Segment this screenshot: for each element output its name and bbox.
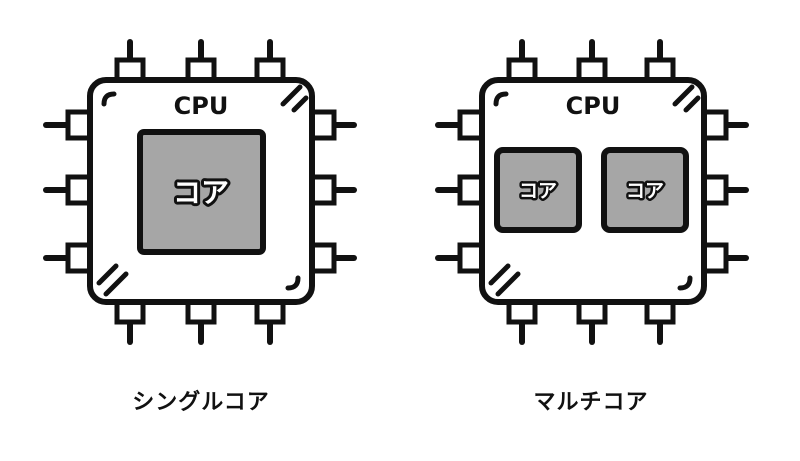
pin-right-3	[309, 242, 357, 274]
pin-right-1	[309, 109, 357, 141]
chip-highlight-br	[677, 275, 693, 291]
pin-left-3	[435, 242, 485, 274]
pin-bottom-1	[506, 299, 538, 345]
single-core-cpu: CPU コア	[43, 39, 357, 345]
chip-gloss-bl	[488, 263, 521, 297]
pin-bottom-3	[254, 299, 286, 345]
chip-highlight-tl	[493, 91, 509, 107]
pin-bottom-3	[644, 299, 676, 345]
cpu-chip-body	[479, 77, 707, 305]
pin-bottom-1	[114, 299, 146, 345]
diagram-canvas: CPU コア	[43, 39, 749, 345]
pin-top-3	[254, 39, 286, 83]
core-label-2: コア	[626, 180, 664, 202]
core-block	[137, 129, 266, 255]
pin-bottom-2	[185, 299, 217, 345]
pin-right-2	[309, 174, 357, 206]
pin-top-2	[185, 39, 217, 83]
pin-top-3	[644, 39, 676, 83]
pin-right-2	[701, 174, 749, 206]
pin-left-2	[435, 174, 485, 206]
core-block-2	[601, 147, 689, 233]
chip-gloss-bl	[96, 263, 129, 297]
caption-single-core: シングルコア	[132, 390, 270, 415]
caption-multi-core: マルチコア	[533, 390, 649, 415]
pin-top-1	[114, 39, 146, 83]
cpu-label: CPU	[174, 92, 229, 120]
chip-highlight-br	[285, 275, 301, 291]
pin-left-1	[43, 109, 93, 141]
core-block-1	[494, 147, 582, 233]
pin-top-2	[576, 39, 608, 83]
chip-gloss-tr	[672, 84, 701, 113]
pin-right-1	[701, 109, 749, 141]
chip-highlight-tl	[101, 91, 117, 107]
cpu-label: CPU	[566, 92, 621, 120]
pin-left-2	[43, 174, 93, 206]
pin-top-1	[506, 39, 538, 83]
multi-core-cpu: CPU コア コア	[435, 39, 749, 345]
pin-right-3	[701, 242, 749, 274]
core-label-1: コア	[519, 180, 557, 202]
pin-bottom-2	[576, 299, 608, 345]
chip-gloss-tr	[280, 84, 309, 113]
pin-left-1	[435, 109, 485, 141]
pin-left-3	[43, 242, 93, 274]
core-label: コア	[173, 176, 229, 209]
